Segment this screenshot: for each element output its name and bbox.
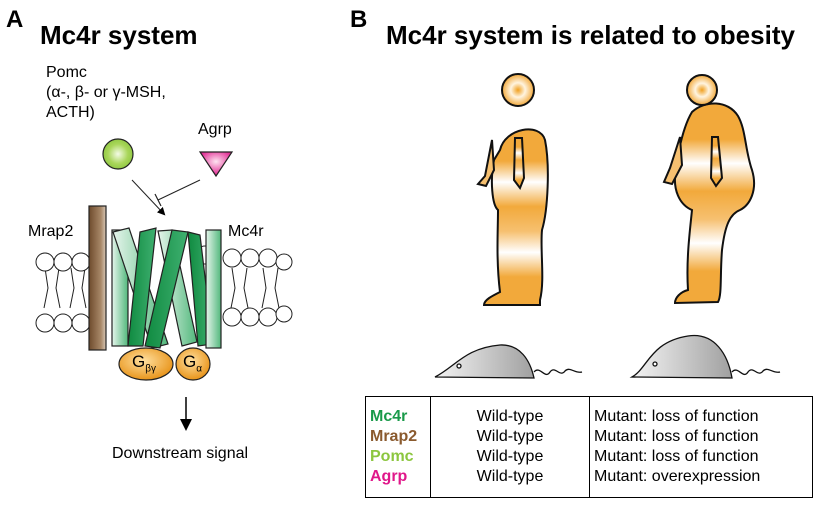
- panel-a-letter: A: [6, 6, 24, 33]
- mc4r-label: Mc4r: [228, 223, 264, 240]
- g-beta-gamma-label: Gβγ: [132, 352, 156, 374]
- mutant-cell: Mutant: loss of function: [594, 408, 759, 425]
- gene-name-column: Mc4r Mrap2 Pomc Agrp: [365, 396, 431, 498]
- mutant-cell: Mutant: loss of function: [594, 428, 759, 445]
- mutant-cell: Mutant: loss of function: [594, 448, 759, 465]
- wild-type-cell: Wild-type: [476, 408, 544, 425]
- pomc-label-line: Pomc: [46, 64, 87, 81]
- mc4r-receptor: [111, 227, 222, 349]
- gene-name-mc4r: Mc4r: [370, 408, 408, 425]
- mrap2-label: Mrap2: [28, 223, 74, 240]
- pomc-label-line: (α-, β- or γ-MSH,: [46, 84, 166, 101]
- wild-type-column: Wild-type Wild-type Wild-type Wild-type: [430, 396, 590, 498]
- panel-b-letter: B: [350, 6, 368, 33]
- inhibition-line: [154, 179, 201, 207]
- activation-arrow: [131, 179, 166, 216]
- pomc-label: Pomc (α-, β- or γ-MSH, ACTH): [46, 63, 166, 123]
- wild-type-cell: Wild-type: [476, 468, 544, 485]
- mutant-column: Mutant: loss of function Mutant: loss of…: [589, 396, 813, 498]
- g-alpha-main: G: [183, 352, 197, 371]
- downstream-signal-label: Downstream signal: [112, 445, 249, 462]
- lean-human-figure: [476, 73, 549, 306]
- mrap2-protein: [88, 205, 107, 351]
- pomc-label-line: ACTH): [46, 104, 95, 121]
- g-beta-gamma-sub: βγ: [145, 363, 156, 375]
- genotype-table: Mc4r Mrap2 Pomc Agrp Wild-type Wild-type…: [365, 396, 813, 498]
- agrp-label: Agrp: [198, 121, 232, 138]
- gene-name-mrap2: Mrap2: [370, 428, 418, 445]
- wild-type-cell: Wild-type: [476, 448, 544, 465]
- g-alpha-protein: [175, 347, 211, 381]
- mutant-mouse-figure: [629, 334, 781, 379]
- gene-name-agrp: Agrp: [370, 468, 408, 485]
- mutant-cell: Mutant: overexpression: [594, 468, 761, 485]
- g-alpha-sub: α: [196, 363, 203, 375]
- pomc-ligand-icon: [102, 138, 134, 170]
- wild-type-mouse-figure: [434, 344, 583, 379]
- gene-name-pomc: Pomc: [370, 448, 414, 465]
- wild-type-cell: Wild-type: [476, 428, 544, 445]
- cell-membrane-left: [35, 252, 91, 333]
- obese-human-figure: [662, 74, 756, 305]
- g-beta-gamma-main: G: [132, 352, 146, 371]
- g-beta-gamma-protein: [118, 347, 174, 381]
- panel-b-title: Mc4r system is related to obesity: [386, 20, 795, 50]
- agrp-ligand-icon: [198, 151, 234, 178]
- g-alpha-label: Gα: [183, 352, 202, 374]
- panel-a-title: Mc4r system: [40, 20, 198, 50]
